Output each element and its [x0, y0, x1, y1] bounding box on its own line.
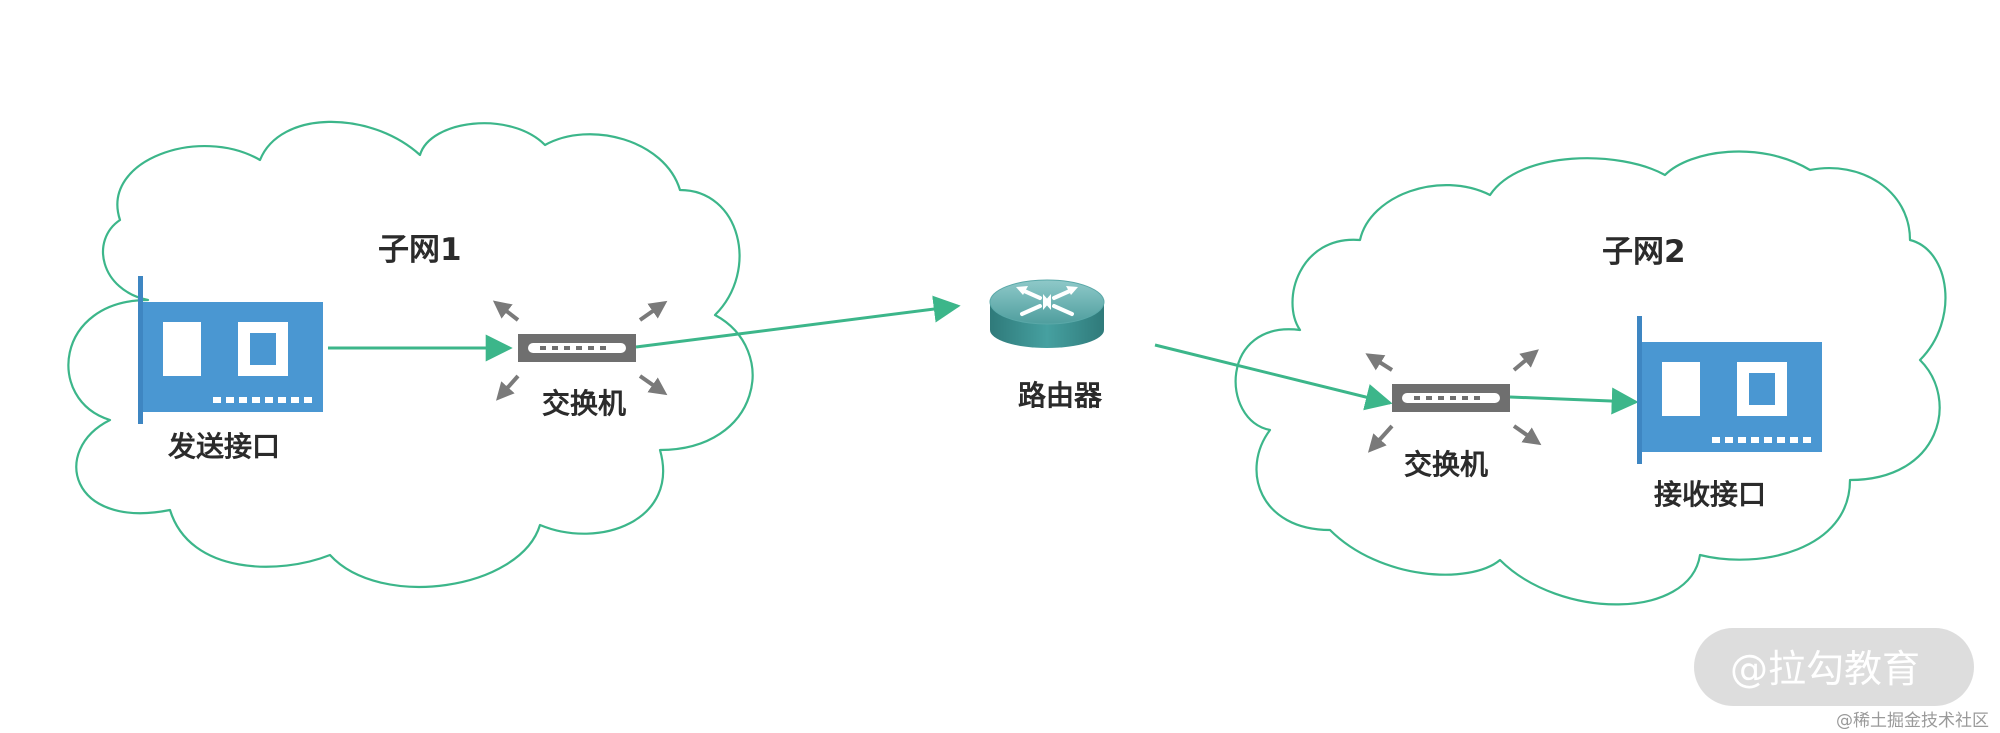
- send-interface-nic-icon: [138, 276, 323, 424]
- link-switch2-to-receive: [1509, 387, 1639, 415]
- switch-1-icon: [492, 300, 668, 401]
- subnet-1-label: 子网1: [378, 232, 462, 268]
- subnet-2-cloud: [1234, 150, 1947, 606]
- watermark-badge: @拉勾教育: [1694, 628, 1974, 706]
- watermark-text: @拉勾教育: [1730, 647, 1920, 691]
- switch-2-icon: [1365, 349, 1542, 453]
- link-router-to-switch2: [1154, 343, 1393, 411]
- send-interface-label: 发送接口: [167, 430, 280, 463]
- receive-interface-label: 接收接口: [1654, 478, 1766, 511]
- switch-2-label: 交换机: [1404, 448, 1488, 481]
- link-switch1-to-router: [635, 295, 961, 349]
- router-label: 路由器: [1018, 379, 1103, 412]
- footer-credit: @稀土掘金技术社区: [1836, 711, 1989, 731]
- links: [328, 295, 1639, 415]
- subnet-2-label: 子网2: [1602, 234, 1686, 270]
- receive-interface-nic-icon: [1637, 316, 1822, 464]
- router-icon: [989, 279, 1105, 348]
- subnet-1-cloud: [67, 120, 754, 588]
- switch-1-label: 交换机: [542, 387, 626, 420]
